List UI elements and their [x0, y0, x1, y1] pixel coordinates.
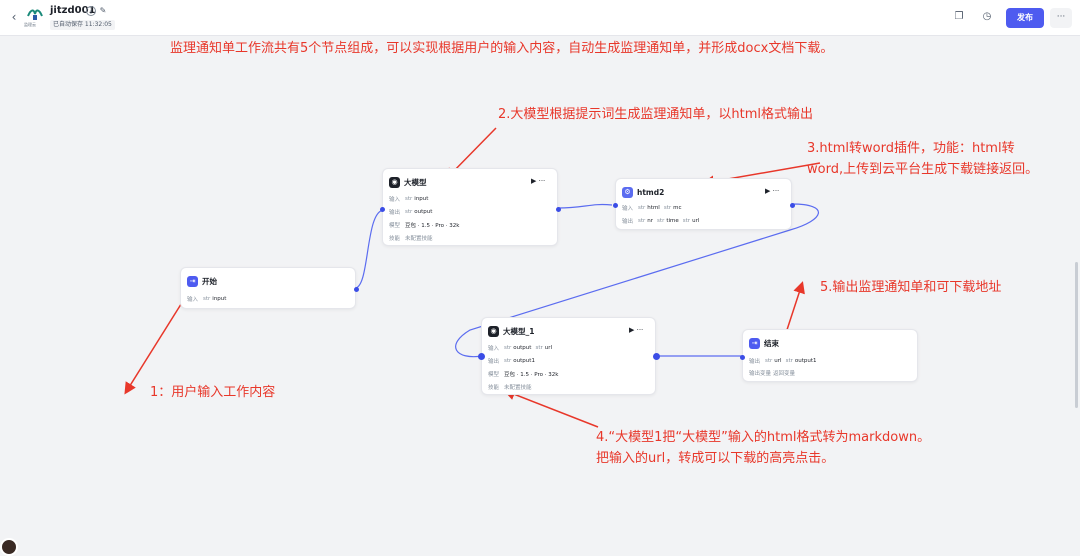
skill-value: 未配置技能 — [405, 234, 433, 242]
node-title: 大模型_1 — [503, 326, 534, 337]
llm-icon: ◉ — [488, 326, 499, 337]
output-port[interactable] — [354, 287, 359, 292]
end-icon: ⇥ — [749, 338, 760, 349]
annotation-arrow-1 — [126, 301, 183, 392]
logo-text: 监理云 — [24, 22, 36, 28]
history-icon[interactable]: ◷ — [980, 10, 994, 24]
node-title: 结束 — [764, 338, 779, 349]
top-bar: ‹ 监理云 jitzd001 i ✎ 已自动保存 11:32:05 ❐ ◷ 发布… — [0, 0, 1080, 36]
save-status: 已自动保存 11:32:05 — [50, 20, 115, 30]
vertical-scrollbar[interactable] — [1075, 262, 1078, 408]
node-title: htmd2 — [637, 188, 664, 197]
plugin-icon: ⚙ — [622, 187, 633, 198]
start-icon: ⇥ — [187, 276, 198, 287]
output-port[interactable] — [790, 203, 795, 208]
model-value: 豆包 · 1.5 · Pro · 32k — [504, 370, 558, 378]
app-logo-icon — [26, 6, 44, 22]
input-port[interactable] — [740, 355, 745, 360]
node-title: 大模型 — [404, 177, 427, 188]
chevron-left-icon[interactable]: ‹ — [6, 9, 22, 25]
annotation-4-line1: 4.“大模型1把“大模型”输入的html格式转为markdown。 — [596, 427, 930, 448]
return-mode: 返回变量 — [773, 369, 795, 377]
input-port[interactable] — [613, 203, 618, 208]
avatar[interactable] — [0, 538, 18, 556]
annotation-3-line1: 3.html转word插件，功能：html转 — [807, 138, 1015, 159]
input-port[interactable] — [478, 353, 485, 360]
edit-icon[interactable]: ✎ — [98, 6, 108, 16]
llm-icon: ◉ — [389, 177, 400, 188]
annotation-3-line2: word,上传到云平台生成下载链接返回。 — [807, 159, 1038, 180]
output-port[interactable] — [556, 207, 561, 212]
model-value: 豆包 · 1.5 · Pro · 32k — [405, 221, 459, 229]
annotation-2: 2.大模型根据提示词生成监理通知单，以html格式输出 — [498, 104, 813, 125]
node-title: 开始 — [202, 276, 217, 287]
copy-icon[interactable]: ❐ — [952, 10, 966, 24]
node-actions[interactable]: ▶ ··· — [629, 326, 643, 334]
annotation-summary: 监理通知单工作流共有5个节点组成，可以实现根据用户的输入内容，自动生成监理通知单… — [170, 38, 833, 59]
more-options-button[interactable]: ··· — [1050, 8, 1072, 28]
annotation-1: 1：用户输入工作内容 — [150, 382, 275, 403]
node-actions[interactable]: ▶ ··· — [765, 187, 779, 195]
input-port[interactable] — [380, 207, 385, 212]
annotation-4-line2: 把输入的url，转成可以下载的高亮点击。 — [596, 448, 834, 469]
output-port[interactable] — [653, 353, 660, 360]
row-label: 输入 — [187, 295, 203, 303]
annotation-arrow-4 — [506, 391, 598, 427]
node-actions[interactable]: ▶ ··· — [531, 177, 545, 185]
skill-value: 未配置技能 — [504, 383, 532, 391]
publish-button[interactable]: 发布 — [1006, 8, 1044, 28]
edge-start-llm — [355, 210, 384, 288]
info-icon[interactable]: i — [86, 6, 96, 16]
annotation-5: 5.输出监理通知单和可下载地址 — [820, 277, 1001, 298]
edge-llm-htmd2 — [558, 205, 612, 208]
